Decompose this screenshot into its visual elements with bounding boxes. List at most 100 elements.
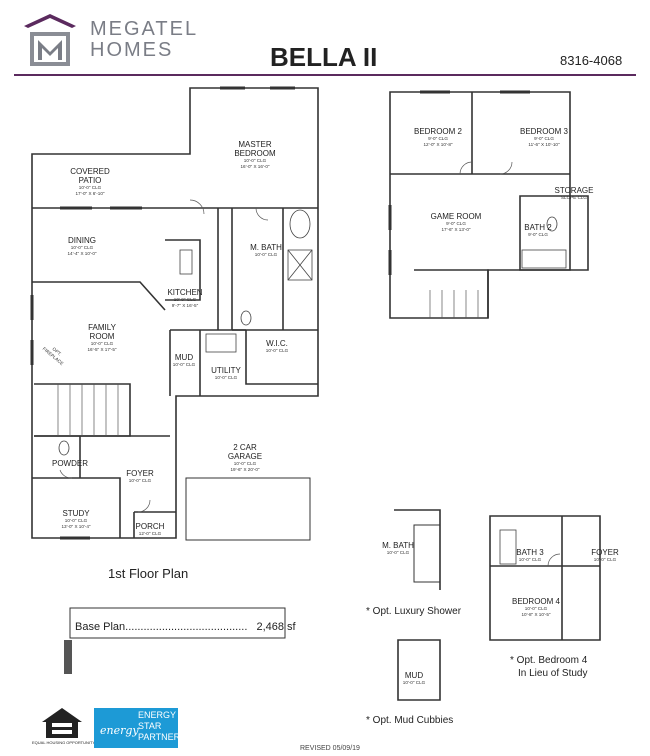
- powder-name: POWDER: [52, 459, 88, 468]
- room-dining: DINING 10'-0" CLG 14'-4" X 10'-0": [67, 236, 96, 256]
- kitchen-name: KITCHEN: [167, 288, 202, 297]
- bedroom3-dims: 11'-6" X 10'-10": [528, 142, 560, 147]
- dining-clg: 10'-0" CLG: [71, 245, 94, 250]
- room-foyer: FOYER 10'-0" CLG: [126, 469, 154, 483]
- megatel-logo-mark: [24, 14, 76, 66]
- foyer-clg: 10'-0" CLG: [129, 478, 152, 483]
- energy-star-line3: PARTNER: [138, 732, 181, 742]
- covered-patio-name-1: COVERED: [70, 167, 110, 176]
- room-wic: W.I.C. 10'-0" CLG: [266, 339, 289, 353]
- room-mud: MUD 10'-0" CLG: [173, 353, 196, 367]
- opt-bedroom4-dims: 10'-8" X 10'-5": [521, 612, 550, 617]
- room-powder: POWDER: [52, 459, 88, 468]
- bath2-clg: 9'-0" CLG: [528, 232, 548, 237]
- opt-mud-name: MUD: [405, 671, 423, 680]
- utility-name: UTILITY: [211, 366, 241, 375]
- opt-bedroom4-clg: 10'-0" CLG: [525, 606, 548, 611]
- room-master-bedroom: MASTER BEDROOM 10'-0" CLG 16'-0" X 16'-0…: [234, 140, 276, 169]
- bedroom2-clg: 9'-0" CLG: [428, 136, 448, 141]
- porch-clg: 12'-0" CLG: [139, 531, 162, 536]
- opt-bedroom4-note-1: * Opt. Bedroom 4: [510, 655, 588, 666]
- garage-clg: 10'-0" CLG: [234, 461, 257, 466]
- header-divider: [14, 74, 636, 76]
- revised-date: REVISED 05/09/19: [300, 745, 360, 752]
- room-bedroom-3: BEDROOM 3 9'-0" CLG 11'-6" X 10'-10": [520, 127, 569, 147]
- option-bedroom-4: BATH 3 10'-0" CLG FOYER 10'-0" CLG BEDRO…: [510, 548, 619, 679]
- option-mud-cubbies: MUD 10'-0" CLG * Opt. Mud Cubbies: [366, 671, 453, 726]
- room-family: FAMILY ROOM 10'-0" CLG 16'-5" X 17'-5": [87, 323, 116, 352]
- option-luxury-shower: M. BATH 10'-0" CLG * Opt. Luxury Shower: [366, 541, 462, 617]
- master-bedroom-name-1: MASTER: [238, 140, 272, 149]
- opt-bedroom4-note-2: In Lieu of Study: [518, 668, 588, 679]
- covered-patio-clg: 10'-0" CLG: [79, 185, 102, 190]
- covered-patio-name-2: PATIO: [79, 176, 102, 185]
- equal-housing-icon: [42, 708, 82, 738]
- study-clg: 10'-0" CLG: [65, 518, 88, 523]
- room-bedroom-2: BEDROOM 2 9'-0" CLG 12'-0" X 10'-8": [414, 127, 463, 147]
- room-porch: PORCH 12'-0" CLG: [136, 522, 165, 536]
- master-bath-name: M. BATH: [250, 243, 282, 252]
- room-kitchen: KITCHEN 10'-0" CLG 9'-7" X 16'-5": [167, 288, 202, 308]
- room-covered-patio: COVERED PATIO 10'-0" CLG 17'-0" X 6'-10": [70, 167, 110, 196]
- opt-fireplace: OPT. FIREPLACE: [42, 346, 65, 366]
- kitchen-clg: 10'-0" CLG: [174, 297, 197, 302]
- garage-dims: 19'-6" X 20'-0": [230, 467, 259, 472]
- base-plan-value: 2,468 sf: [256, 621, 296, 633]
- master-bath-clg: 10'-0" CLG: [255, 252, 278, 257]
- plan-number: 8316-4068: [560, 53, 623, 68]
- plan-title: BELLA II: [270, 42, 378, 72]
- opt-mbath-name: M. BATH: [382, 541, 414, 550]
- dining-dims: 14'-4" X 10'-0": [67, 251, 96, 256]
- bedroom2-name: BEDROOM 2: [414, 127, 463, 136]
- equal-housing-text: EQUAL HOUSING OPPORTUNITY: [32, 740, 96, 745]
- wic-name: W.I.C.: [266, 339, 288, 348]
- porch-name: PORCH: [136, 522, 165, 531]
- opt-mud-clg: 10'-0" CLG: [403, 680, 426, 685]
- covered-patio-dims: 17'-0" X 6'-10": [75, 191, 104, 196]
- game-room-dims: 17'-6" X 13'-0": [441, 227, 470, 232]
- game-room-clg: 9'-0" CLG: [446, 221, 466, 226]
- family-room-name-2: ROOM: [90, 332, 115, 341]
- base-plan-dots: ........................................: [125, 621, 248, 633]
- brand-name-line1: MEGATEL: [90, 18, 199, 40]
- bedroom2-dims: 12'-0" X 10'-8": [423, 142, 452, 147]
- room-storage: STORAGE SLOPE CLG: [555, 186, 594, 200]
- utility-clg: 10'-0" CLG: [215, 375, 238, 380]
- master-bedroom-clg: 10'-0" CLG: [244, 158, 267, 163]
- master-bedroom-dims: 16'-0" X 16'-0": [240, 164, 269, 169]
- wic-clg: 10'-0" CLG: [266, 348, 289, 353]
- opt-bedroom4-name: BEDROOM 4: [512, 597, 561, 606]
- fireplace-line-1: OPT.: [51, 346, 62, 356]
- storage-name: STORAGE: [555, 186, 594, 195]
- first-floor-caption: 1st Floor Plan: [108, 566, 189, 581]
- room-bath-2: BATH 2 9'-0" CLG: [524, 223, 552, 237]
- family-room-clg: 10'-0" CLG: [91, 341, 114, 346]
- opt-bath3-clg: 10'-0" CLG: [519, 557, 542, 562]
- brand-name-line2: HOMES: [90, 39, 174, 61]
- kitchen-dims: 9'-7" X 16'-5": [172, 303, 199, 308]
- energy-star-script: energy: [100, 724, 139, 737]
- opt-mud-cubbies-note: * Opt. Mud Cubbies: [366, 715, 453, 726]
- bedroom3-name: BEDROOM 3: [520, 127, 569, 136]
- study-dims: 13'-0" X 10'-4": [61, 524, 90, 529]
- base-plan-box-shadow: [64, 640, 72, 674]
- opt-bath3-name: BATH 3: [516, 548, 544, 557]
- room-study: STUDY 10'-0" CLG 13'-0" X 10'-4": [61, 509, 90, 529]
- garage-name-1: 2 CAR: [233, 443, 257, 452]
- energy-star-line1: ENERGY: [138, 710, 177, 720]
- base-plan-row: Base Plan...............................…: [75, 621, 296, 633]
- master-bedroom-name-2: BEDROOM: [234, 149, 276, 158]
- family-room-name-1: FAMILY: [88, 323, 117, 332]
- opt-luxury-shower-note: * Opt. Luxury Shower: [366, 606, 462, 617]
- energy-star-line2: STAR: [138, 721, 162, 731]
- bath2-name: BATH 2: [524, 223, 552, 232]
- opt-foyer-name: FOYER: [591, 548, 619, 557]
- mud-clg: 10'-0" CLG: [173, 362, 196, 367]
- storage-clg: SLOPE CLG: [561, 195, 587, 200]
- room-utility: UTILITY 10'-0" CLG: [211, 366, 241, 380]
- mud-name: MUD: [175, 353, 193, 362]
- base-plan-box: [69, 607, 286, 639]
- room-game-room: GAME ROOM 9'-0" CLG 17'-6" X 13'-0": [431, 212, 482, 232]
